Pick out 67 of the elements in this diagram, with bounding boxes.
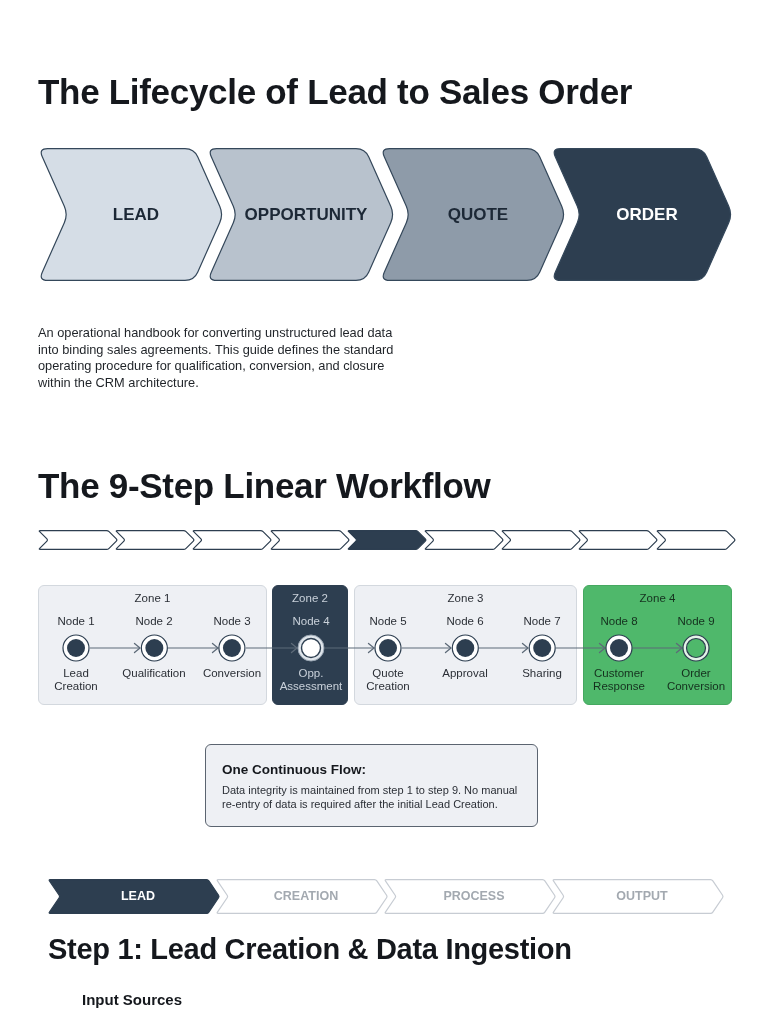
arrow-connector xyxy=(245,642,298,654)
callout-heading: One Continuous Flow: xyxy=(222,762,366,778)
node-number: Node 3 xyxy=(213,614,251,629)
step-tab xyxy=(384,879,556,914)
arrow-connector xyxy=(89,642,141,654)
node-caption: Sharing xyxy=(522,667,562,680)
progress-segment xyxy=(424,530,504,550)
progress-segment xyxy=(656,530,736,550)
stage-label: LEAD xyxy=(112,204,160,225)
step-label: CREATION xyxy=(273,889,339,904)
progress-segment xyxy=(578,530,658,550)
zone-panel xyxy=(272,585,348,705)
arrow-connector xyxy=(555,642,606,654)
node-number: Node 6 xyxy=(446,614,484,629)
node-caption: Conversion xyxy=(202,667,262,680)
stage-label: OPPORTUNITY xyxy=(244,204,368,225)
intro-paragraph: An operational handbook for converting unstructured lead data into binding sales agreements. This guide defines the standard operating procedure for qualification, conversion, and closure within the CRM architecture. xyxy=(38,325,395,391)
step-label: OUTPUT xyxy=(616,889,668,904)
progress-segment xyxy=(38,530,118,550)
step-label: LEAD xyxy=(121,889,155,904)
node-number: Node 9 xyxy=(677,614,715,629)
node-caption: Qualification xyxy=(122,667,186,680)
arrow-connector xyxy=(401,642,452,654)
node-caption: Order Conversion xyxy=(665,667,727,693)
zone-title: Zone 3 xyxy=(447,591,484,605)
zone-title: Zone 2 xyxy=(292,591,328,605)
zone-panel xyxy=(38,585,267,705)
zone-panel xyxy=(583,585,732,705)
node-number: Node 5 xyxy=(369,614,407,629)
zone-title: Zone 4 xyxy=(639,591,676,605)
arrow-connector xyxy=(167,642,219,654)
subsection-heading: Input Sources xyxy=(82,991,182,1009)
step-tab xyxy=(48,879,220,914)
arrow-connector xyxy=(632,642,683,654)
zone-panel xyxy=(354,585,577,705)
node-caption: Approval xyxy=(442,667,488,680)
stage-tab xyxy=(380,148,566,281)
node-caption: Lead Creation xyxy=(53,667,99,693)
step-label: PROCESS xyxy=(443,889,505,904)
node-caption: Customer Response xyxy=(592,667,646,693)
progress-segment xyxy=(192,530,272,550)
arrow-connector xyxy=(324,642,375,654)
node-number: Node 8 xyxy=(600,614,638,629)
arrow-connector xyxy=(478,642,529,654)
stage-label: QUOTE xyxy=(447,204,509,225)
callout-text: Data integrity is maintained from step 1 to step 9. No manual re-entry of data is required after the initial Lead Creation. xyxy=(222,783,519,811)
stage-tab xyxy=(207,148,395,281)
node-caption: Opp. Assessment xyxy=(278,667,344,693)
stage-tab xyxy=(551,148,733,281)
stage-label: ORDER xyxy=(616,204,678,225)
node-number: Node 2 xyxy=(135,614,173,629)
progress-segment xyxy=(501,530,581,550)
step-heading: Step 1: Lead Creation & Data Ingestion xyxy=(48,932,572,966)
progress-segment xyxy=(347,530,427,550)
step-tab xyxy=(216,879,388,914)
node-caption: Quote Creation xyxy=(365,667,411,693)
stage-tab xyxy=(38,148,224,281)
zone-title: Zone 1 xyxy=(134,591,171,605)
step-tab xyxy=(552,879,724,914)
section-heading: The 9-Step Linear Workflow xyxy=(38,466,491,506)
page-title: The Lifecycle of Lead to Sales Order xyxy=(38,72,633,112)
progress-segment xyxy=(115,530,195,550)
node-number: Node 4 xyxy=(292,614,330,629)
callout-box xyxy=(205,744,538,827)
node-number: Node 1 xyxy=(57,614,95,629)
progress-segment xyxy=(270,530,350,550)
node-number: Node 7 xyxy=(523,614,561,629)
